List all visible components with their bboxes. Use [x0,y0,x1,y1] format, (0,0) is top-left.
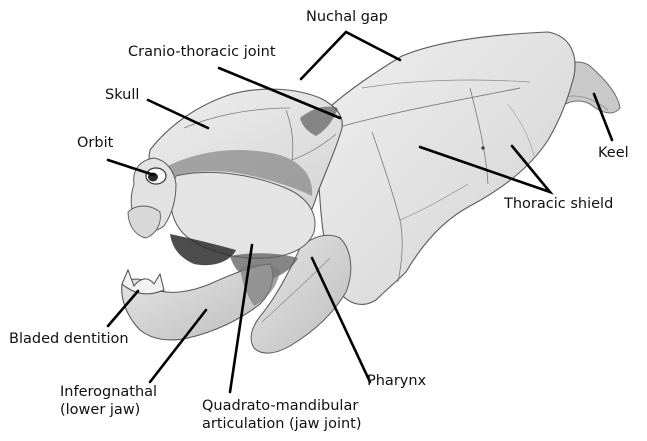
label-quadrato-mandibular: Quadrato-mandibular articulation (jaw jo… [202,397,362,433]
label-quadrato-line2: articulation (jaw joint) [202,415,362,433]
label-inferognathal-line1: Inferognathal [60,383,157,401]
label-inferognathal: Inferognathal (lower jaw) [60,383,157,419]
label-nuchal-gap: Nuchal gap [306,8,388,26]
label-skull: Skull [105,86,139,104]
label-keel: Keel [598,144,629,162]
label-thoracic-shield: Thoracic shield [504,195,613,213]
label-inferognathal-line2: (lower jaw) [60,401,157,419]
label-pharynx: Pharynx [367,372,426,390]
label-bladed-dentition: Bladed dentition [9,330,129,348]
label-orbit: Orbit [77,134,113,152]
label-cranio-thoracic-joint: Cranio-thoracic joint [128,43,276,61]
label-quadrato-line1: Quadrato-mandibular [202,397,362,415]
thoracic-shield-plate [316,32,575,304]
